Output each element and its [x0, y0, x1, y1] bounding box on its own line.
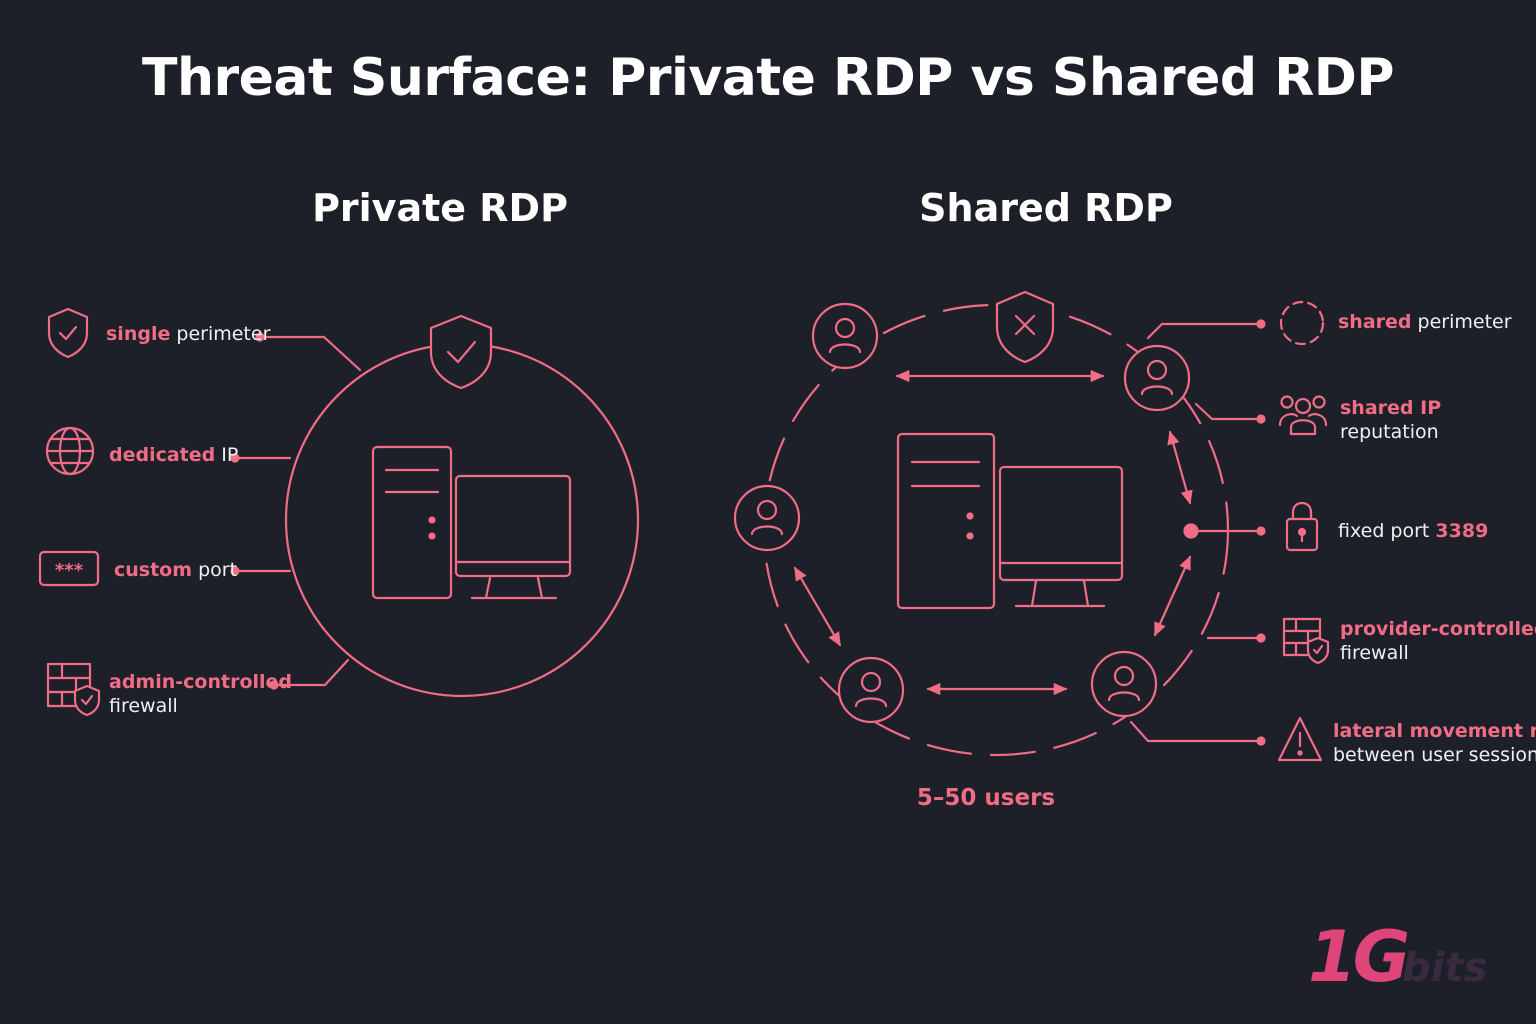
- warning-triangle-icon: [1277, 716, 1323, 762]
- shield-x-icon: [995, 290, 1055, 364]
- feature-provider-firewall: provider-controlled firewall: [1340, 617, 1536, 665]
- users-group-icon: [1278, 395, 1328, 436]
- feature-highlight: admin-controlled: [109, 671, 293, 693]
- feature-highlight: shared IP: [1340, 397, 1442, 419]
- feature-text: port: [192, 559, 238, 581]
- feature-text: firewall: [1340, 642, 1409, 664]
- feature-highlight: provider-controlled: [1340, 618, 1536, 640]
- feature-dedicated-ip: dedicated IP: [109, 443, 238, 467]
- users-count-label: 5–50 users: [916, 785, 1056, 811]
- lateral-arrows: [793, 369, 1193, 696]
- svg-text:***: ***: [55, 560, 84, 581]
- feature-text: firewall: [109, 695, 178, 717]
- feature-highlight: single: [106, 323, 171, 345]
- feature-lateral-movement: lateral movement risk between user sessi…: [1333, 719, 1536, 767]
- private-connectors: [230, 332, 362, 690]
- feature-text: reputation: [1340, 421, 1439, 443]
- feature-text: fixed port: [1338, 520, 1436, 542]
- feature-highlight: dedicated: [109, 444, 216, 466]
- feature-shared-ip: shared IP reputation: [1340, 396, 1441, 444]
- computer-icon-shared: [896, 432, 1124, 610]
- main-title: Threat Surface: Private RDP vs Shared RD…: [141, 48, 1395, 108]
- dashed-circle-icon: [1279, 300, 1325, 346]
- feature-custom-port: custom port: [114, 558, 237, 582]
- feature-shared-perimeter: shared perimeter: [1338, 310, 1512, 334]
- shared-rdp-title: Shared RDP: [919, 186, 1173, 230]
- padlock-icon: [1285, 501, 1319, 552]
- brand-logo: 1Gbits: [1308, 916, 1488, 998]
- computer-icon: [371, 445, 572, 600]
- feature-text: IP: [215, 444, 239, 466]
- password-field-icon: ***: [38, 550, 100, 587]
- user-avatar-icon: [811, 302, 879, 370]
- feature-single-perimeter: single perimeter: [106, 322, 270, 346]
- firewall-shield-icon-shared: [1282, 617, 1330, 665]
- shield-check-icon-small: [47, 307, 89, 359]
- feature-highlight: custom: [114, 559, 193, 581]
- feature-admin-firewall: admin-controlled firewall: [109, 670, 292, 718]
- feature-highlight: 3389: [1435, 520, 1489, 542]
- user-avatar-icon: [733, 484, 801, 552]
- shield-check-icon: [429, 314, 493, 390]
- firewall-shield-icon: [46, 662, 101, 717]
- private-rdp-title: Private RDP: [312, 186, 568, 230]
- logo-number: 1G: [1308, 916, 1410, 998]
- user-avatar-icon: [837, 656, 905, 724]
- feature-text: between user sessions: [1333, 744, 1536, 766]
- feature-fixed-port: fixed port 3389: [1338, 519, 1488, 543]
- feature-highlight: lateral movement risk: [1333, 720, 1536, 742]
- feature-text: perimeter: [170, 323, 271, 345]
- globe-icon: [45, 426, 95, 476]
- feature-text: perimeter: [1411, 311, 1512, 333]
- shared-connectors: [1129, 319, 1266, 746]
- user-avatar-icon: [1123, 344, 1191, 412]
- logo-word: bits: [1402, 945, 1488, 991]
- user-avatar-icon: [1090, 650, 1158, 718]
- private-perimeter-circle: [284, 342, 640, 698]
- feature-highlight: shared: [1338, 311, 1412, 333]
